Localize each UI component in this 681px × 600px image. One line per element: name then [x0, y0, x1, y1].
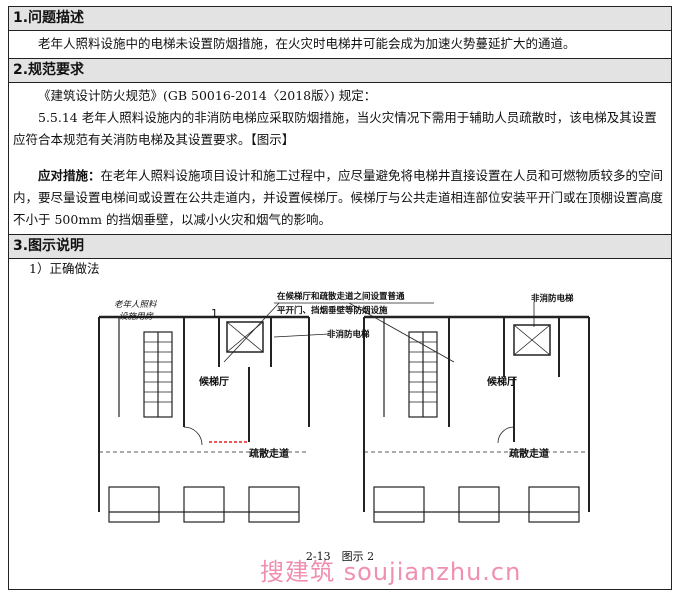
room-label-line2: 设施用房 — [119, 311, 155, 322]
left-section-mark: 1 — [211, 307, 218, 320]
room-label-line1: 老年人照料 — [114, 299, 157, 310]
note-line-2: 平开门、挡烟垂壁等防烟设施 — [277, 305, 388, 316]
figure-subtitle: 1）正确做法 — [29, 261, 100, 276]
problem-text: 老年人照料设施中的电梯未设置防烟措施，在火灾时电梯井可能会成为加速火势蔓延扩大的… — [38, 36, 576, 51]
watermark: 搜建筑 soujianzhu.cn — [260, 558, 522, 586]
note-line-1: 在候梯厅和疏散走道之间设置普通 — [277, 291, 405, 302]
section-2-body: 《建筑设计防火规范》(GB 50016-2014〈2018版〉) 规定： 5.5… — [9, 83, 671, 235]
section-1-body: 老年人照料设施中的电梯未设置防烟措施，在火灾时电梯井可能会成为加速火势蔓延扩大的… — [9, 31, 671, 59]
right-elevator-label: 非消防电梯 — [531, 293, 574, 304]
left-corridor-label: 疏散走道 — [249, 447, 289, 460]
right-plan — [363, 315, 590, 523]
left-elevator-label: 非消防电梯 — [327, 329, 370, 340]
left-plan — [98, 315, 310, 523]
measure-label: 应对措施： — [38, 168, 101, 183]
section-3-title: 3.图示说明 — [9, 235, 671, 259]
measure-text: 在老年人照料设施项目设计和施工过程中，应尽量避免将电梯井直接设置在人员和可燃物质… — [13, 168, 664, 227]
document-table: 1.问题描述 老年人照料设施中的电梯未设置防烟措施，在火灾时电梯井可能会成为加速… — [8, 6, 672, 590]
floor-plan-figure: 老年人照料 设施用房 1 在候梯厅和疏散走道之间设置普通 平开门、挡烟垂壁等防烟… — [98, 291, 590, 523]
code-clause: 5.5.14 老年人照料设施内的非消防电梯应采取防烟措施，当火灾情况下需用于辅助… — [13, 110, 657, 147]
measure-paragraph: 应对措施：在老年人照料设施项目设计和施工过程中，应尽量避免将电梯井直接设置在人员… — [13, 165, 667, 231]
figure-caption: 2-13 图示 2 — [305, 550, 375, 563]
right-corridor-label: 疏散走道 — [509, 447, 549, 460]
right-lobby-label: 候梯厅 — [487, 375, 517, 388]
section-1-title: 1.问题描述 — [9, 7, 671, 31]
figure-area: 1）正确做法 — [9, 259, 671, 567]
left-lobby-label: 候梯厅 — [199, 375, 229, 388]
section-2-title: 2.规范要求 — [9, 59, 671, 83]
code-reference: 《建筑设计防火规范》(GB 50016-2014〈2018版〉) 规定： — [38, 88, 377, 103]
